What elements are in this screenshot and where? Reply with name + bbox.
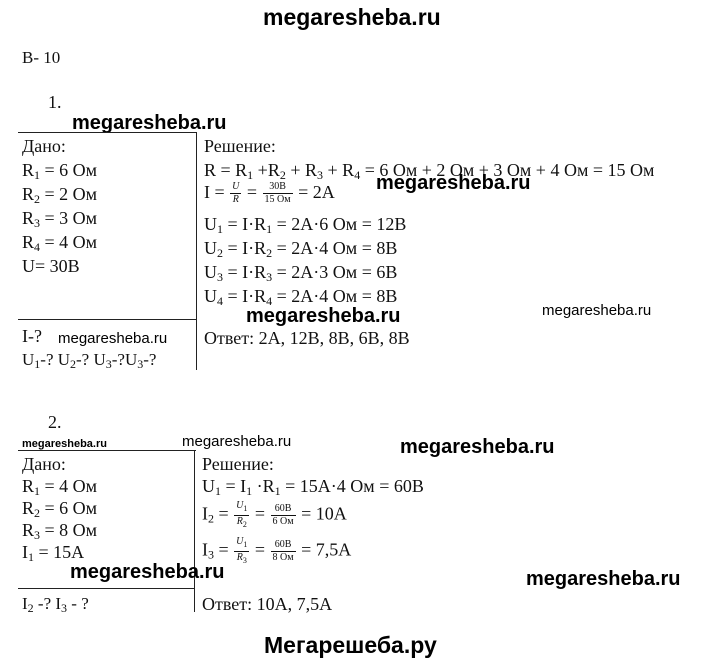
task1-answer: Ответ: 2А, 12В, 8В, 6В, 8В bbox=[204, 328, 410, 348]
task1-voltage-u3: U3 = I·R3 = 2А·3 Ом = 6В bbox=[204, 262, 398, 284]
watermark-6: megaresheba.ru bbox=[22, 438, 107, 450]
task1-given-label: Дано: bbox=[22, 136, 66, 156]
task2-find-divider bbox=[18, 588, 194, 589]
watermark-9: megaresheba.ru bbox=[70, 561, 225, 583]
watermark-10: megaresheba.ru bbox=[526, 568, 681, 590]
task1-resistance-sum: R = R1 +R2 + R3 + R4 = 6 Ом + 2 Ом + 3 О… bbox=[204, 160, 655, 182]
task2-given-label: Дано: bbox=[22, 454, 66, 474]
watermark-7: megaresheba.ru bbox=[182, 433, 292, 450]
task2-answer: Ответ: 10А, 7,5А bbox=[202, 594, 333, 614]
task1-given-u: U= 30В bbox=[22, 256, 80, 276]
watermark-5: megaresheba.ru bbox=[542, 302, 652, 319]
task1-voltage-u1: U1 = I·R1 = 2А·6 Ом = 12В bbox=[204, 214, 407, 236]
task1-top-line bbox=[18, 132, 196, 133]
task1-find-current: I-? bbox=[22, 326, 42, 346]
task2-given-r1: R1 = 4 Ом bbox=[22, 476, 98, 498]
task2-top-line bbox=[18, 450, 196, 451]
task2-voltage-u1: U1 = I1 ·R1 = 15А·4 Ом = 60В bbox=[202, 476, 424, 498]
task2-given-i1: I1 = 15А bbox=[22, 542, 85, 564]
task1-voltage-u2: U2 = I·R2 = 2А·4 Ом = 8В bbox=[204, 238, 398, 260]
task2-number: 2. bbox=[48, 412, 62, 432]
task1-given-r1: R1 = 6 Ом bbox=[22, 160, 98, 182]
task1-voltage-u4: U4 = I·R4 = 2А·4 Ом = 8В bbox=[204, 286, 398, 308]
watermark-8: megaresheba.ru bbox=[400, 436, 555, 458]
footer-site: Мегарешеба.ру bbox=[264, 632, 437, 658]
task2-find: I2 -? I3 - ? bbox=[22, 594, 89, 615]
watermark-4: megaresheba.ru bbox=[246, 305, 401, 327]
task2-solution-label: Решение: bbox=[202, 454, 274, 474]
header-site: megaresheba.ru bbox=[263, 4, 441, 30]
watermark-3: megaresheba.ru bbox=[376, 172, 531, 194]
watermark-2: megaresheba.ru bbox=[58, 330, 168, 347]
task1-vertical-divider bbox=[196, 132, 197, 370]
task1-find-divider bbox=[18, 319, 196, 320]
variant-label: В- 10 bbox=[22, 48, 61, 67]
task1-solution-label: Решение: bbox=[204, 136, 276, 156]
task1-given-r2: R2 = 2 Ом bbox=[22, 184, 98, 206]
task1-given-r4: R4 = 4 Ом bbox=[22, 232, 98, 254]
watermark-1: megaresheba.ru bbox=[72, 112, 227, 134]
task1-find-voltages: U1-? U2-? U3-?U3-? bbox=[22, 350, 157, 371]
task2-given-r2: R2 = 6 Ом bbox=[22, 498, 98, 520]
task2-vertical-divider bbox=[194, 450, 195, 612]
task1-number: 1. bbox=[48, 92, 62, 112]
task2-given-r3: R3 = 8 Ом bbox=[22, 520, 98, 542]
task1-given-r3: R3 = 3 Ом bbox=[22, 208, 98, 230]
